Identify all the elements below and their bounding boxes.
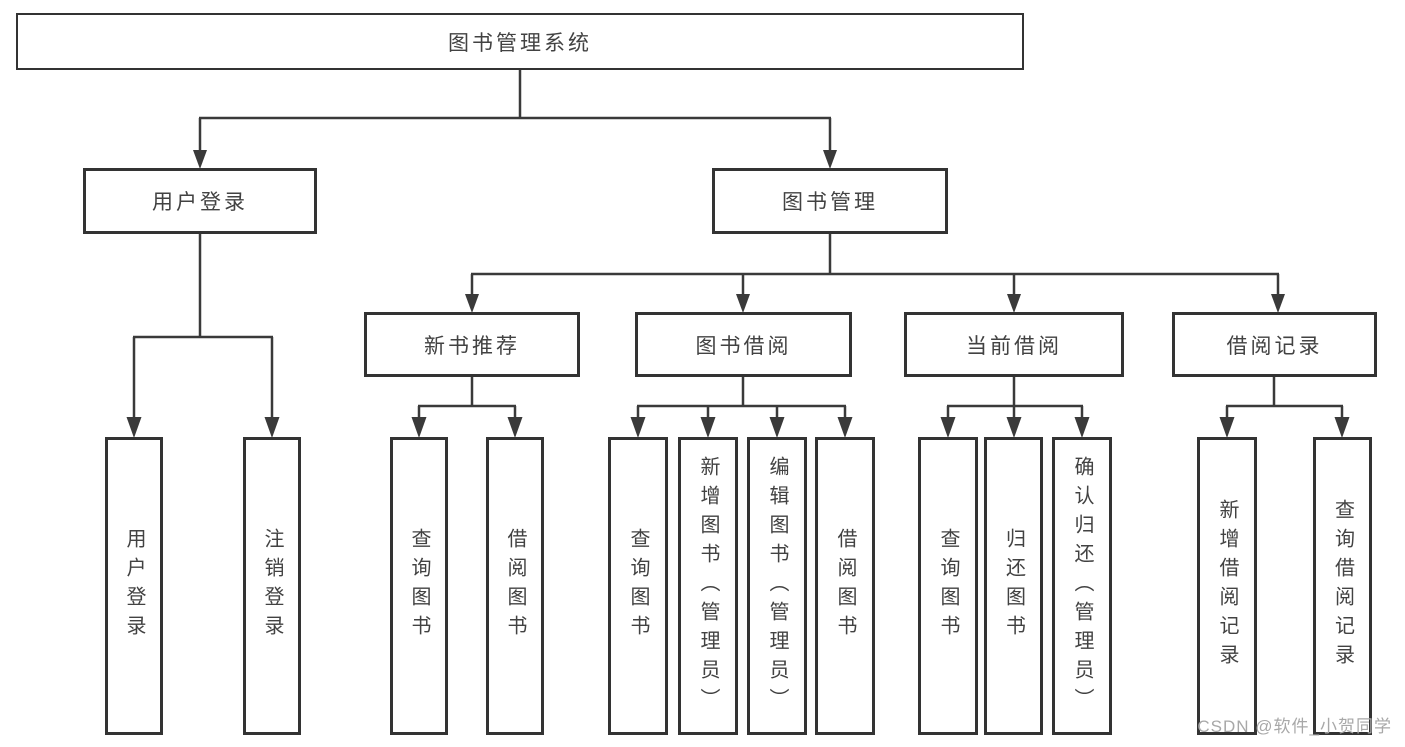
leaf-query-borrow-record: 查询借阅记录	[1313, 437, 1372, 735]
node-root: 图书管理系统	[16, 13, 1024, 70]
leaf-borrow-book-1: 借阅图书	[486, 437, 544, 735]
leaf-confirm-return-admin: 确认归还（管理员）	[1052, 437, 1112, 735]
leaf-query-book-1: 查询图书	[390, 437, 448, 735]
leaf-borrow-book-2: 借阅图书	[815, 437, 875, 735]
node-new-book-rec: 新书推荐	[364, 312, 580, 377]
node-book-borrow: 图书借阅	[635, 312, 852, 377]
leaf-user-login: 用户登录	[105, 437, 163, 735]
node-current-borrow: 当前借阅	[904, 312, 1124, 377]
leaf-edit-book-admin: 编辑图书（管理员）	[747, 437, 807, 735]
connector-root-to-level1	[193, 70, 837, 169]
leaf-return-book: 归还图书	[984, 437, 1043, 735]
node-borrow-record: 借阅记录	[1172, 312, 1377, 377]
leaf-add-borrow-record: 新增借阅记录	[1197, 437, 1257, 735]
node-book-mgmt: 图书管理	[712, 168, 948, 234]
connector-book-mgmt-branch	[465, 234, 1285, 313]
leaf-query-book-2: 查询图书	[608, 437, 668, 735]
connector-current-borrow-branch	[940, 377, 1090, 438]
connector-new-book-branch	[411, 377, 523, 438]
leaf-add-book-admin: 新增图书（管理员）	[678, 437, 738, 735]
connector-user-login-branch	[126, 234, 280, 438]
csdn-watermark: CSDN @软件_小贺同学	[1197, 717, 1392, 736]
node-user-login: 用户登录	[83, 168, 317, 234]
leaf-logout: 注销登录	[243, 437, 301, 735]
leaf-query-book-3: 查询图书	[918, 437, 978, 735]
connector-borrow-record-branch	[1219, 377, 1350, 438]
connector-book-borrow-branch	[630, 377, 853, 438]
